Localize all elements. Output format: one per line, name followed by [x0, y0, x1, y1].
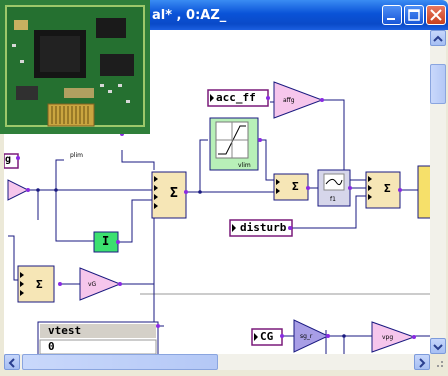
- cg-label: CG: [260, 330, 274, 343]
- scroll-left-button[interactable]: [4, 354, 20, 370]
- disturb-label: disturb: [240, 221, 287, 234]
- vertical-scrollbar[interactable]: [430, 30, 446, 354]
- vpg-triangle[interactable]: [371, 321, 416, 353]
- f1-label: f1: [330, 196, 336, 203]
- scroll-right-button[interactable]: [414, 354, 430, 370]
- maximize-button[interactable]: [404, 5, 424, 25]
- integrator-label: I: [102, 234, 110, 248]
- window-title: al* , 0:AZ_: [152, 8, 227, 23]
- affg-label: affg: [283, 97, 295, 104]
- resize-grip[interactable]: [430, 354, 446, 370]
- left-gain-triangle[interactable]: [7, 179, 30, 201]
- horizontal-scrollbar[interactable]: [4, 354, 430, 370]
- scroll-up-button[interactable]: [430, 30, 446, 46]
- vpg-label: vpg: [382, 334, 394, 341]
- chevron-up-icon: [433, 35, 443, 42]
- sum-symbol-2: Σ: [292, 180, 299, 193]
- sum-block-3[interactable]: [365, 171, 401, 209]
- right-edge-block[interactable]: [417, 165, 430, 219]
- diagram-wires: [4, 81, 430, 354]
- sg-r-triangle[interactable]: [293, 319, 330, 353]
- circuit-board-image: [0, 0, 150, 134]
- scroll-down-button[interactable]: [430, 338, 446, 354]
- vg-label: vG: [88, 281, 97, 288]
- vtest-value: 0: [48, 340, 55, 353]
- plim-label: plim: [70, 152, 83, 159]
- maximize-icon: [408, 9, 420, 21]
- close-icon: [430, 9, 442, 21]
- g-partial-label: g: [5, 154, 12, 165]
- circuit-board-photo: [0, 0, 150, 134]
- g-partial-box[interactable]: [4, 153, 19, 169]
- sum-block-2[interactable]: [273, 173, 309, 201]
- sum-symbol-main: Σ: [170, 186, 178, 201]
- chevron-right-icon: [419, 358, 426, 368]
- resize-grip-icon: [437, 361, 443, 367]
- close-button[interactable]: [426, 5, 446, 25]
- vertical-scroll-thumb[interactable]: [430, 64, 446, 104]
- affg-triangle[interactable]: [273, 81, 324, 119]
- minimize-button[interactable]: [382, 5, 402, 25]
- acc-ff-label: acc_ff: [216, 91, 256, 104]
- minimize-icon: [387, 18, 395, 20]
- sg-r-label: sg_r: [300, 333, 313, 340]
- diagram-canvas[interactable]: acc_ff affg vlim plim f1 disturb I vG vt…: [4, 30, 430, 354]
- horizontal-scroll-thumb[interactable]: [22, 354, 218, 370]
- vlim-label: vlim: [238, 162, 251, 169]
- chevron-down-icon: [433, 344, 443, 351]
- vtest-name: vtest: [48, 324, 82, 337]
- chevron-left-icon: [8, 358, 15, 368]
- sum-symbol-left: Σ: [36, 278, 43, 291]
- sum-block-main[interactable]: [151, 171, 187, 219]
- vg-triangle[interactable]: [79, 267, 122, 301]
- sum-symbol-3: Σ: [384, 182, 391, 195]
